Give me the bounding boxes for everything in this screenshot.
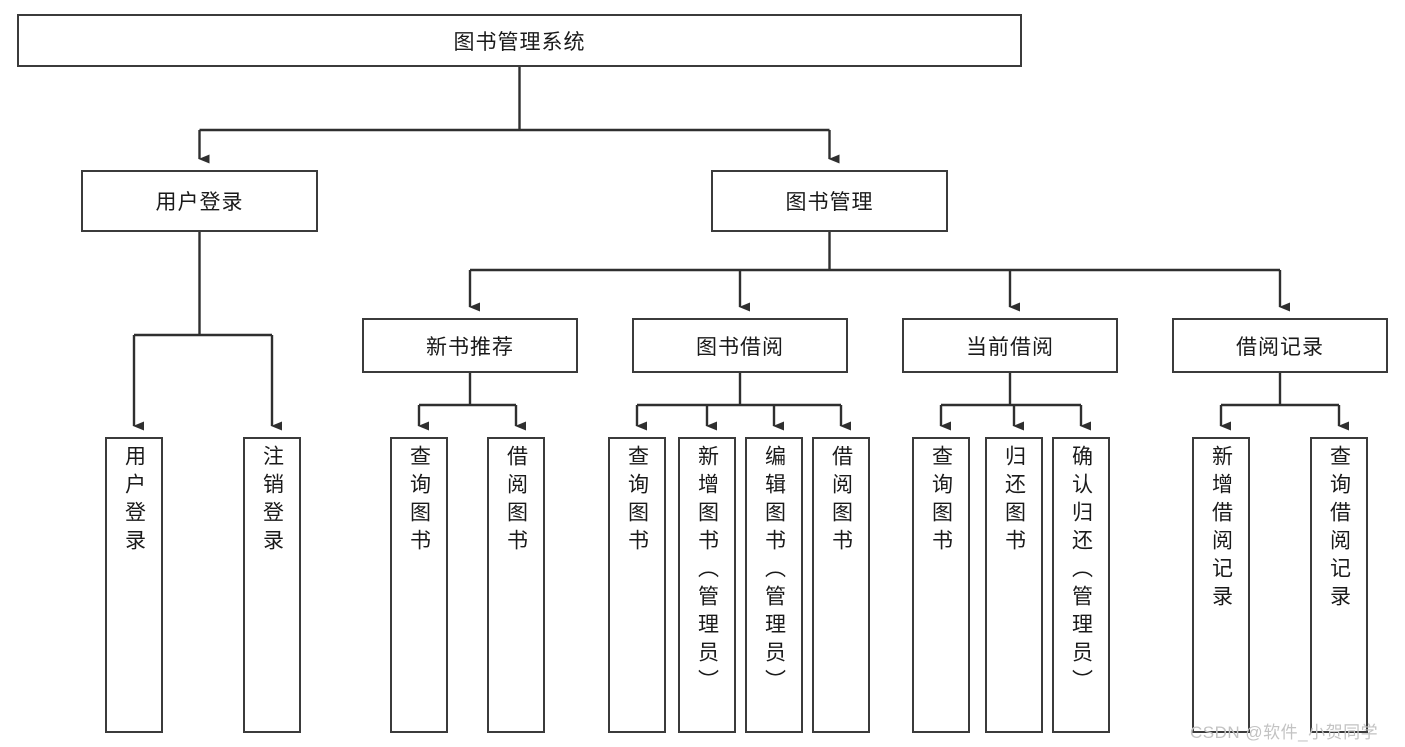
node-label: 当前借阅 bbox=[966, 335, 1054, 359]
node-leaf-edit-book[interactable]: 编辑图书（管理员） bbox=[745, 437, 803, 733]
node-label: 新增借阅记录 bbox=[1209, 445, 1233, 613]
node-label: 新书推荐 bbox=[426, 335, 514, 359]
node-new-book-rec[interactable]: 新书推荐 bbox=[362, 318, 578, 373]
node-borrow-record[interactable]: 借阅记录 bbox=[1172, 318, 1388, 373]
node-leaf-query-record[interactable]: 查询借阅记录 bbox=[1310, 437, 1368, 733]
node-leaf-borrow-book-1[interactable]: 借阅图书 bbox=[487, 437, 545, 733]
node-label: 新增图书（管理员） bbox=[695, 445, 719, 697]
node-label: 图书管理系统 bbox=[453, 30, 586, 54]
node-label: 借阅图书 bbox=[504, 445, 528, 557]
node-user-login[interactable]: 用户登录 bbox=[81, 170, 318, 232]
node-leaf-confirm-return[interactable]: 确认归还（管理员） bbox=[1052, 437, 1110, 733]
node-label: 查询图书 bbox=[407, 445, 431, 557]
node-label: 借阅图书 bbox=[829, 445, 853, 557]
node-label: 借阅记录 bbox=[1236, 335, 1324, 359]
node-leaf-query-book-2[interactable]: 查询图书 bbox=[608, 437, 666, 733]
node-label: 查询图书 bbox=[625, 445, 649, 557]
node-leaf-logout[interactable]: 注销登录 bbox=[243, 437, 301, 733]
node-label: 用户登录 bbox=[155, 191, 244, 214]
node-leaf-borrow-book-2[interactable]: 借阅图书 bbox=[812, 437, 870, 733]
node-label: 查询借阅记录 bbox=[1327, 445, 1351, 613]
node-leaf-add-record[interactable]: 新增借阅记录 bbox=[1192, 437, 1250, 733]
node-book-borrow[interactable]: 图书借阅 bbox=[632, 318, 848, 373]
node-leaf-query-book-3[interactable]: 查询图书 bbox=[912, 437, 970, 733]
node-leaf-add-book[interactable]: 新增图书（管理员） bbox=[678, 437, 736, 733]
node-label: 图书管理 bbox=[785, 191, 874, 214]
node-label: 注销登录 bbox=[260, 445, 284, 557]
node-leaf-user-login[interactable]: 用户登录 bbox=[105, 437, 163, 733]
node-leaf-return-book[interactable]: 归还图书 bbox=[985, 437, 1043, 733]
node-book-manage[interactable]: 图书管理 bbox=[711, 170, 948, 232]
node-label: 归还图书 bbox=[1002, 445, 1026, 557]
node-label: 图书借阅 bbox=[696, 335, 784, 359]
node-label: 确认归还（管理员） bbox=[1069, 445, 1093, 697]
node-current-borrow[interactable]: 当前借阅 bbox=[902, 318, 1118, 373]
node-label: 编辑图书（管理员） bbox=[762, 445, 786, 697]
node-label: 查询图书 bbox=[929, 445, 953, 557]
csdn-watermark: CSDN @软件_小贺同学 bbox=[1190, 723, 1379, 742]
node-root-图书管理系统[interactable]: 图书管理系统 bbox=[17, 14, 1022, 67]
node-label: 用户登录 bbox=[122, 445, 146, 557]
node-leaf-query-book-1[interactable]: 查询图书 bbox=[390, 437, 448, 733]
